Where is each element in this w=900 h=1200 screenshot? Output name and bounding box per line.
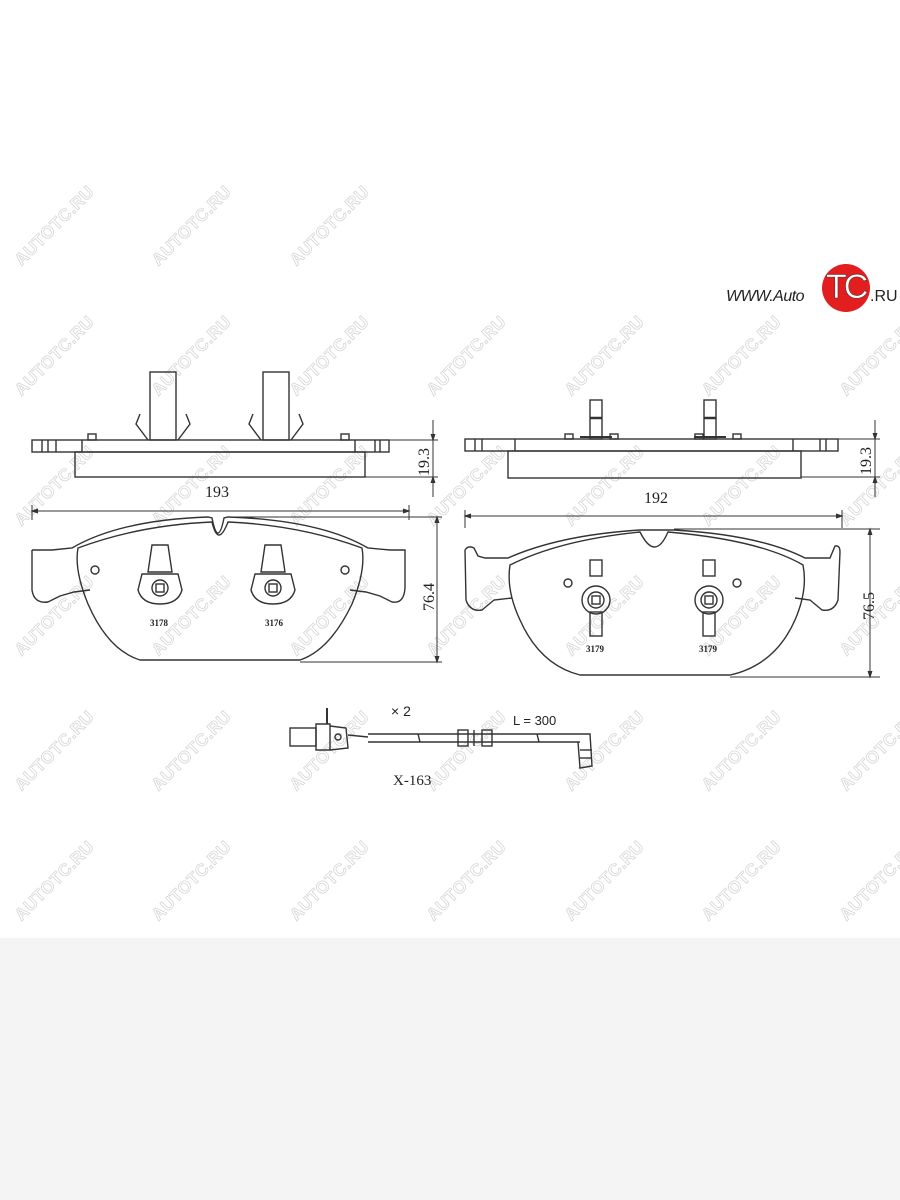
right-stud-label-2: 3179 [699,644,717,654]
right-pad-side-view [464,399,839,479]
left-thickness-label: 19.3 [416,448,433,476]
site-logo: WWW.Auto TC .RU [726,262,898,314]
left-clip-label-1: 3178 [150,618,168,628]
right-thickness-dimension [801,420,880,497]
wear-sensor [289,708,593,769]
logo-suffix: .RU [870,288,898,305]
right-thickness-label: 19.3 [858,447,875,475]
left-pad-side-view [31,371,390,478]
left-clip-label-2: 3176 [265,618,283,628]
footer-gray-area [0,938,900,1200]
left-thickness-dimension [365,420,438,497]
left-width-dimension [30,505,411,520]
sensor-code-label: X-163 [393,773,432,789]
sensor-quantity-label: × 2 [391,703,411,719]
right-width-dimension [463,510,844,528]
logo-highlight: TC [826,268,869,307]
brake-pad-drawing [30,371,880,769]
sensor-length-label: L = 300 [513,713,557,728]
right-height-dimension [674,527,880,679]
left-height-label: 76.4 [421,583,438,611]
left-height-dimension [228,515,442,664]
right-height-label: 76.5 [861,592,878,620]
right-pad-front-view [464,529,841,676]
left-pad-front-view [31,516,406,661]
right-width-label: 192 [644,490,668,507]
logo-red-circle [822,264,870,312]
right-stud-label-1: 3179 [586,644,604,654]
logo-prefix: WWW.Auto [726,288,805,305]
left-width-label: 193 [205,484,229,501]
